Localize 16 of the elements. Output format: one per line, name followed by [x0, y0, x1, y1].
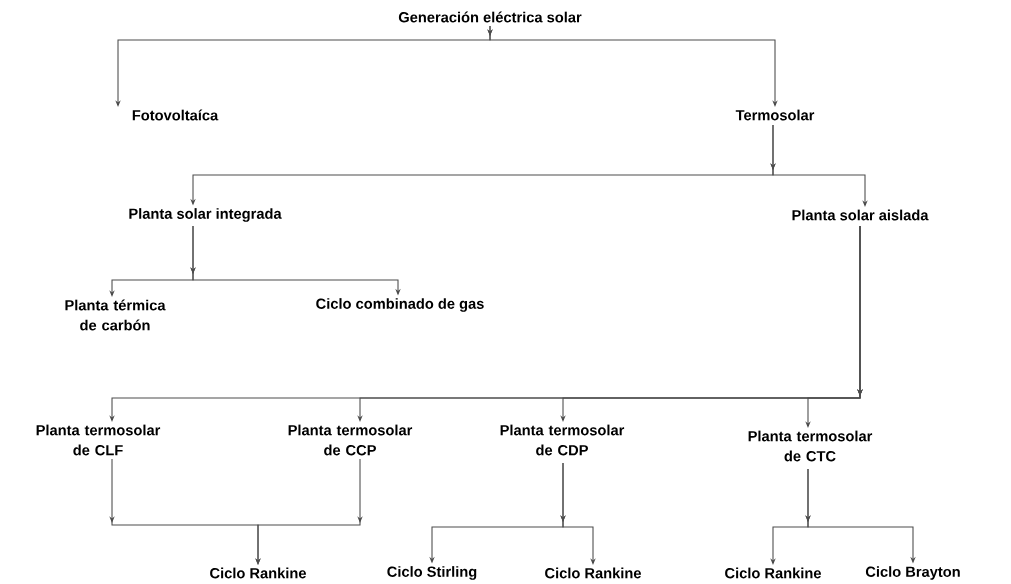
node-label: Ciclo Stirling [387, 566, 477, 580]
node-label: Termosolar [735, 109, 815, 121]
node-label: Planta termosolar de CTC [748, 430, 873, 462]
node-label: Ciclo combinado de gas [316, 298, 484, 312]
node-label: Generación eléctrica solar [398, 11, 582, 23]
node-label: Fotovoltaíca [132, 109, 219, 121]
node-label: Ciclo Rankine [545, 567, 641, 579]
node-label: Ciclo Brayton [865, 566, 960, 580]
node-label: Planta termosolar de CCP [288, 424, 413, 456]
node-label: Ciclo Rankine [210, 567, 306, 579]
node-label: Planta termosolar de CDP [500, 424, 625, 456]
node-label: Ciclo Rankine [725, 567, 821, 579]
node-label: Planta solar aislada [792, 209, 929, 221]
node-label: Planta térmica de carbón [65, 299, 166, 331]
node-label: Planta termosolar de CLF [36, 424, 161, 456]
node-label: Planta solar integrada [129, 208, 282, 222]
